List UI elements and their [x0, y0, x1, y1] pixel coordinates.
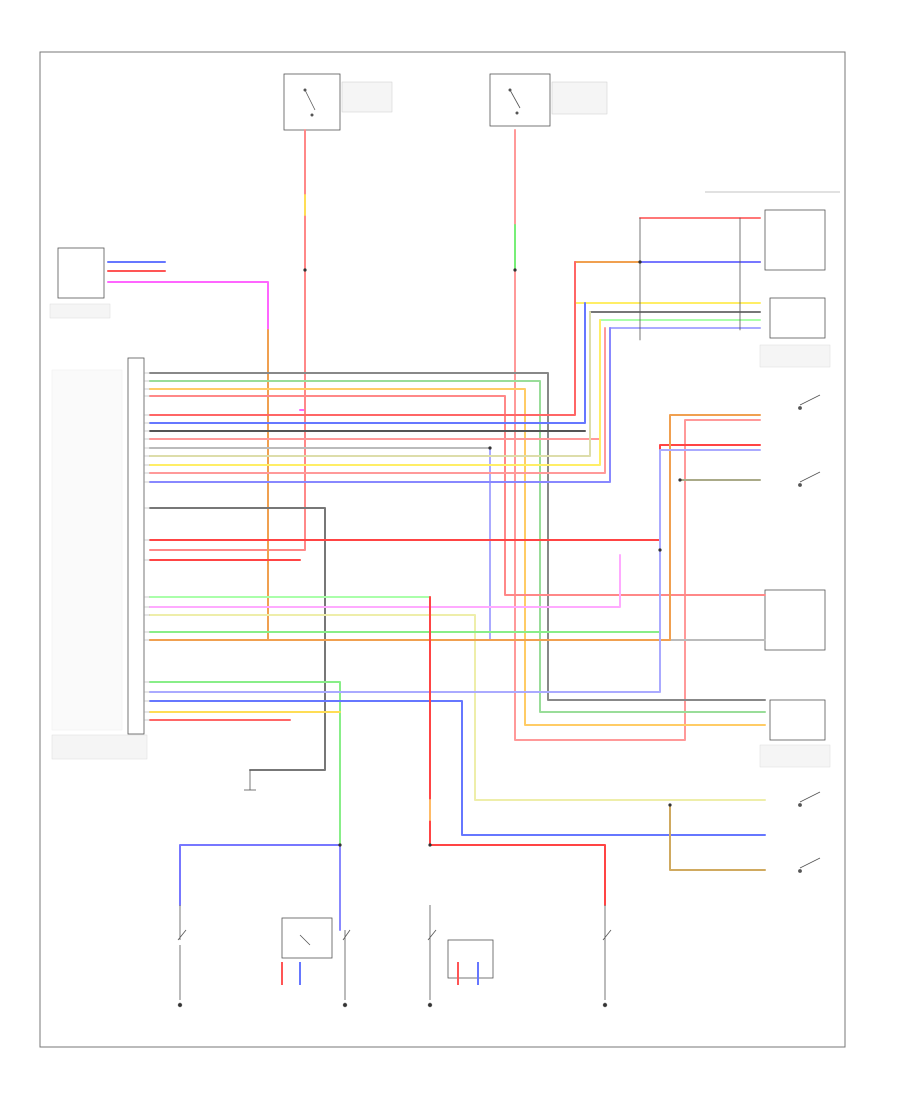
- junction-dots: [303, 260, 682, 847]
- wire-orange-main: [149, 329, 269, 641]
- fuse-block-right: [489, 73, 608, 127]
- wire-magenta-1: [107, 281, 269, 331]
- pin-ticks: [144, 372, 150, 721]
- bottom-switches: [177, 905, 612, 1008]
- wire-pink-fuse-left: [149, 129, 306, 551]
- fuse-block-left: [283, 73, 393, 131]
- wires: [107, 129, 766, 931]
- diagram-frame: [39, 51, 846, 1048]
- ground-symbol: [244, 770, 256, 791]
- right-power-window-switch: [759, 589, 831, 768]
- wire-pink-fuse-right: [514, 129, 761, 741]
- right-switches: [798, 394, 821, 873]
- combination-switch: [49, 247, 111, 319]
- control-unit: [51, 357, 148, 760]
- left-power-window-switch: [759, 209, 831, 368]
